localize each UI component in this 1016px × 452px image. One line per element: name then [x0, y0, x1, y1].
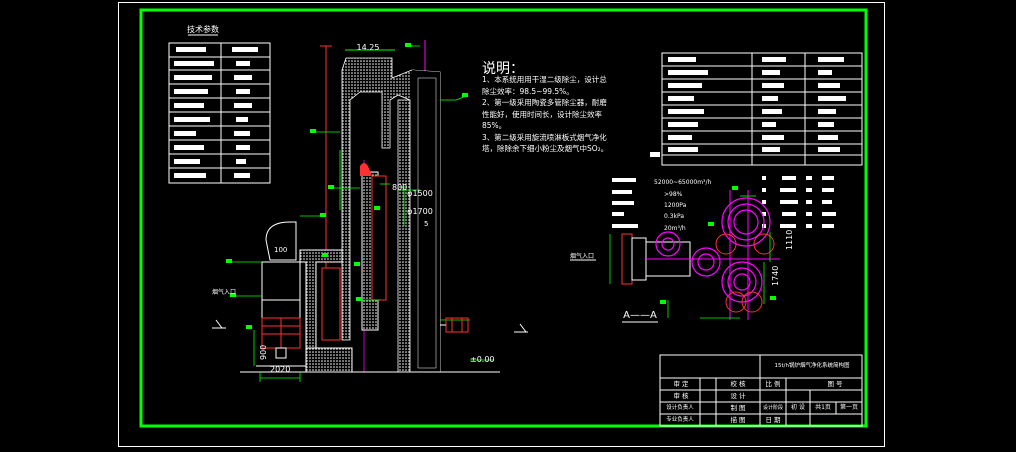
- note-line: 除尘效率：98.5~99.5%。: [482, 86, 574, 96]
- tb-cell: 日 期: [765, 416, 781, 424]
- drawing-border: [139, 8, 868, 428]
- section-param-1: >98%: [664, 191, 683, 198]
- section-label: A——A: [623, 310, 657, 321]
- tb-cell: 图 号: [827, 380, 843, 388]
- note-line: 85%。: [482, 121, 507, 130]
- dim-phi-lower: φ1700: [407, 207, 433, 216]
- elevation-inlet-label: 烟气入口: [212, 288, 236, 296]
- tb-cell: 描 图: [730, 416, 746, 424]
- note-line: 1、本系统用用干湿二级除尘，设计总: [482, 75, 607, 84]
- elevation-view: 14.25: [212, 40, 528, 382]
- note-line: 性能好，使用时间长，设计除尘效率: [482, 109, 602, 119]
- section-param-2: 1200Pa: [664, 202, 687, 209]
- title-block: [659, 354, 863, 427]
- section-inlet-label: 烟气入口: [570, 252, 594, 260]
- note-line: 塔，除除余下细小粉尘及烟气中SO₂。: [482, 144, 609, 153]
- section-param-0: 52000~65000m³/h: [654, 179, 711, 186]
- tech-params-table: 技术参数: [168, 24, 271, 184]
- section-param-3: 0.3kPa: [664, 213, 684, 220]
- dim-top: 14.25: [357, 43, 380, 52]
- tb-cell: 初 设: [791, 404, 805, 411]
- tb-cell: 比 例: [765, 380, 781, 388]
- tb-cell: 设 计: [730, 392, 746, 400]
- tech-params-title: 技术参数: [187, 24, 219, 34]
- outer-frame: [118, 2, 885, 447]
- tb-cell: 共1页: [815, 404, 831, 411]
- dim-100: 100: [274, 246, 287, 254]
- tb-cell: 第一页: [839, 404, 858, 411]
- notes-title: 说明：: [482, 61, 524, 77]
- tb-cell: 审 定: [673, 380, 689, 388]
- tb-cell: 校 核: [730, 380, 746, 388]
- tb-cell: 审 核: [673, 392, 689, 400]
- dim-5: 5: [424, 220, 428, 228]
- dim-1740: 1740: [771, 266, 780, 286]
- title-block-title: 15t/h锅炉烟气净化系统简构图: [774, 363, 850, 369]
- equipment-table: [650, 52, 863, 166]
- note-line: 2、第一级采用陶瓷多管除尘器，耐磨: [482, 98, 607, 107]
- dim-phi-upper: φ1500: [407, 189, 433, 198]
- dim-900: 900: [259, 345, 268, 360]
- section-view: 52000~65000m³/h >98% 1200Pa 0.3kPa 20m³/…: [570, 176, 836, 323]
- tb-cell: 制 图: [730, 404, 746, 412]
- dim-zero: ±0.00: [470, 355, 495, 364]
- dim-2020: 2020: [270, 365, 290, 374]
- tb-cell: 设计负责人: [666, 405, 694, 411]
- tb-cell: 设计阶段: [762, 405, 783, 411]
- section-param-4: 20m³/h: [664, 225, 686, 232]
- tb-cell: 专业负责人: [666, 417, 694, 423]
- dim-1110: 1110: [785, 230, 794, 250]
- dim-800: 800: [392, 183, 407, 192]
- notes-body: 1、本系统用用干湿二级除尘，设计总 除尘效率：98.5~99.5%。 2、第一级…: [482, 74, 662, 155]
- note-line: 3、第二级采用旋流喷淋板式烟气净化: [482, 132, 607, 142]
